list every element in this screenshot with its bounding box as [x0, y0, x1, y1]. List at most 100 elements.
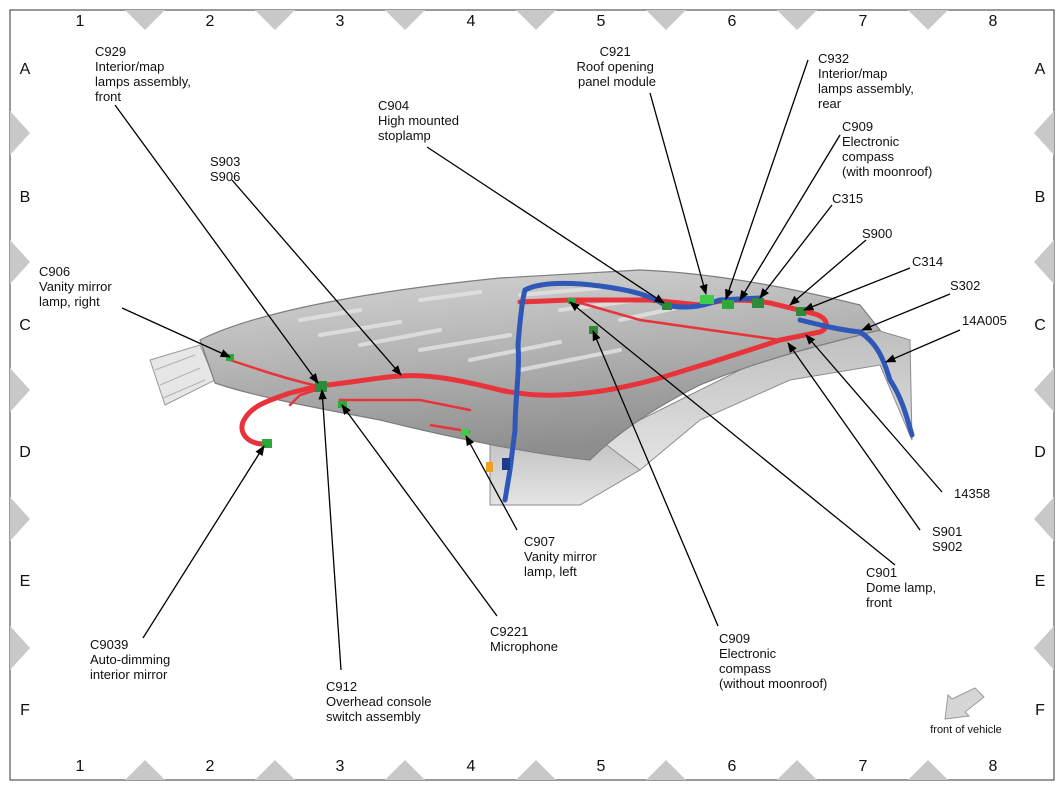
callout-c932: C932 Interior/map lamps assembly, rear [818, 51, 917, 111]
grid-row-C: C [1034, 317, 1046, 334]
frame-marker-top-1 [125, 10, 165, 30]
frame-marker-right-5 [1034, 626, 1054, 670]
grid-col-6: 6 [728, 13, 737, 30]
grid-row-F: F [20, 702, 30, 719]
callout-s900: S900 [862, 226, 892, 241]
frame-marker-left-5 [10, 626, 30, 670]
callout-c315: C315 [832, 191, 863, 206]
connector-c909-moonroof [752, 298, 764, 308]
callout-c909-no-moonroof: C909 Electronic compass (without moonroo… [719, 631, 827, 691]
grid-col-4: 4 [467, 13, 476, 30]
frame-marker-left-2 [10, 240, 30, 284]
grid-row-E: E [20, 573, 31, 590]
leader-c314 [803, 267, 911, 311]
harness-red-main [239, 297, 829, 447]
callout-14a005: 14A005 [962, 313, 1007, 328]
harness-red-branches [228, 298, 782, 412]
frame-marker-bottom-2 [255, 760, 295, 780]
frame-marker-right-2 [1034, 240, 1054, 284]
leader-s900 [789, 239, 867, 306]
callout-s302: S302 [950, 278, 980, 293]
frame-marker-bottom-6 [777, 760, 817, 780]
grid-border-markers [10, 10, 1054, 780]
frame-marker-top-2 [255, 10, 295, 30]
grid-col-2: 2 [206, 13, 215, 30]
connector-c907 [461, 429, 469, 436]
leader-c9039 [142, 445, 265, 639]
vehicle-roof [149, 269, 913, 506]
callout-c906: C906 Vanity mirror lamp, right [39, 264, 115, 309]
connector-c9221 [338, 401, 347, 408]
connector-c314 [796, 307, 806, 316]
connector-c921 [700, 295, 714, 304]
connector-c9039 [262, 439, 272, 448]
leader-c909-no-moonroof [592, 330, 719, 627]
leader-lines [114, 59, 961, 671]
callout-s903: S903 S906 [210, 154, 244, 184]
leader-c912 [318, 388, 342, 671]
frame-marker-top-4 [516, 10, 556, 30]
frame-marker-left-3 [10, 368, 30, 412]
leader-c906 [121, 307, 231, 358]
frame-marker-right-4 [1034, 497, 1054, 541]
frame-marker-top-5 [646, 10, 686, 30]
connector-c906 [226, 354, 234, 361]
grid-row-F: F [1035, 702, 1045, 719]
callout-labels: C929 Interior/map lamps assembly, front … [39, 44, 1007, 724]
frame-marker-left-1 [10, 111, 30, 155]
leader-c904 [426, 146, 665, 304]
callout-c901: C901 Dome lamp, front [866, 565, 940, 610]
connector-c909-no-moonroof [589, 326, 598, 334]
front-of-vehicle-label: front of vehicle [930, 724, 1002, 736]
front-of-vehicle-indicator: front of vehicle [930, 687, 1002, 736]
connector-c912 [315, 381, 327, 392]
grid-row-E: E [1035, 573, 1046, 590]
leader-s901 [787, 342, 921, 531]
grid-col-5: 5 [597, 758, 606, 775]
leader-s302 [861, 293, 951, 331]
connectors [226, 295, 806, 472]
grid-column-labels-bottom: 1 2 3 4 5 6 7 8 [76, 758, 998, 775]
grid-row-A: A [20, 61, 31, 78]
frame-marker-bottom-3 [385, 760, 425, 780]
connector-c904 [662, 302, 672, 310]
callout-c921: C921 Roof opening panel module [577, 44, 658, 89]
leader-s903 [231, 179, 402, 376]
leader-14a005 [885, 329, 961, 363]
grid-col-8: 8 [989, 758, 998, 775]
leader-c907 [465, 435, 518, 531]
grid-row-D: D [19, 444, 31, 461]
frame-marker-right-3 [1034, 368, 1054, 412]
grid-row-labels-right: A B C D E F [1034, 61, 1046, 719]
frame-ribs [154, 354, 206, 399]
leader-c909-moonroof [739, 134, 841, 301]
front-arrow-icon [944, 687, 985, 720]
leader-c921 [649, 92, 708, 296]
leader-14358 [805, 334, 943, 493]
leader-c932 [725, 59, 809, 300]
grid-col-7: 7 [859, 13, 868, 30]
grid-col-4: 4 [467, 758, 476, 775]
grid-row-B: B [1035, 189, 1046, 206]
frame-marker-top-6 [777, 10, 817, 30]
leader-c901 [569, 301, 896, 566]
grid-col-2: 2 [206, 758, 215, 775]
callout-c904: C904 High mounted stoplamp [378, 98, 463, 143]
frame-marker-bottom-5 [646, 760, 686, 780]
callout-s901: S901 S902 [932, 524, 966, 554]
leader-c315 [759, 204, 833, 299]
connector-yellow-left [486, 462, 493, 472]
frame-marker-left-4 [10, 497, 30, 541]
connector-c901 [568, 298, 576, 304]
frame-marker-bottom-4 [516, 760, 556, 780]
callout-c909-moonroof: C909 Electronic compass (with moonroof) [842, 119, 932, 179]
frame-marker-bottom-7 [908, 760, 948, 780]
leader-c929 [114, 104, 319, 384]
frame-marker-top-3 [385, 10, 425, 30]
connector-blue-left [502, 458, 510, 470]
leader-c9221 [341, 404, 498, 617]
frame-marker-bottom-1 [125, 760, 165, 780]
grid-column-labels-top: 1 2 3 4 5 6 7 8 [76, 13, 998, 30]
callout-c314: C314 [912, 254, 943, 269]
